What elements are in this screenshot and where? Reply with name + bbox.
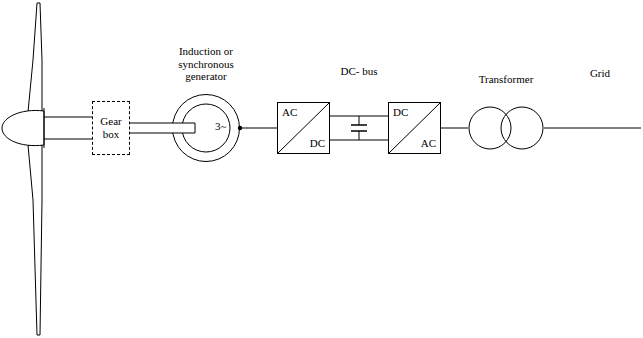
- generator-outline: [172, 94, 240, 162]
- transformer-coils: [468, 106, 544, 150]
- hub-flange: [44, 108, 45, 148]
- drive-shaft: [130, 123, 173, 133]
- generator-heading: Induction or synchronous generator: [167, 45, 245, 83]
- transformer-symbol: Transformer: [468, 106, 544, 150]
- dc-bus-rails: [330, 116, 388, 140]
- capacitor-lead: [359, 131, 360, 140]
- gearbox-label: Gear box: [96, 115, 126, 140]
- capacitor-plate: [351, 124, 367, 126]
- phase-symbol: 3~: [215, 120, 226, 133]
- grid-label: Grid: [590, 67, 610, 80]
- converter-output: DC: [310, 137, 325, 150]
- transformer-heading: Transformer: [479, 73, 534, 86]
- converter-input: AC: [282, 106, 297, 119]
- rotor-hub: [2, 110, 44, 145]
- power-line: [441, 128, 468, 129]
- capacitor-lead: [359, 116, 360, 125]
- bus-label: DC- bus: [341, 65, 378, 78]
- converter-box: DC AC: [388, 102, 441, 154]
- rotor-shaft: [44, 139, 92, 140]
- converter-input: DC: [393, 106, 408, 119]
- grid-line: [544, 128, 641, 129]
- upper-blade: [28, 3, 42, 112]
- converter-box: AC DC: [277, 102, 330, 154]
- gearbox-box: Gear box: [92, 101, 130, 155]
- lower-blade: [28, 145, 42, 335]
- rotor-shaft: [44, 117, 92, 118]
- generator-circle: Induction or synchronous generator3~: [172, 94, 240, 162]
- power-line: [240, 128, 277, 129]
- converter-output: AC: [421, 137, 436, 150]
